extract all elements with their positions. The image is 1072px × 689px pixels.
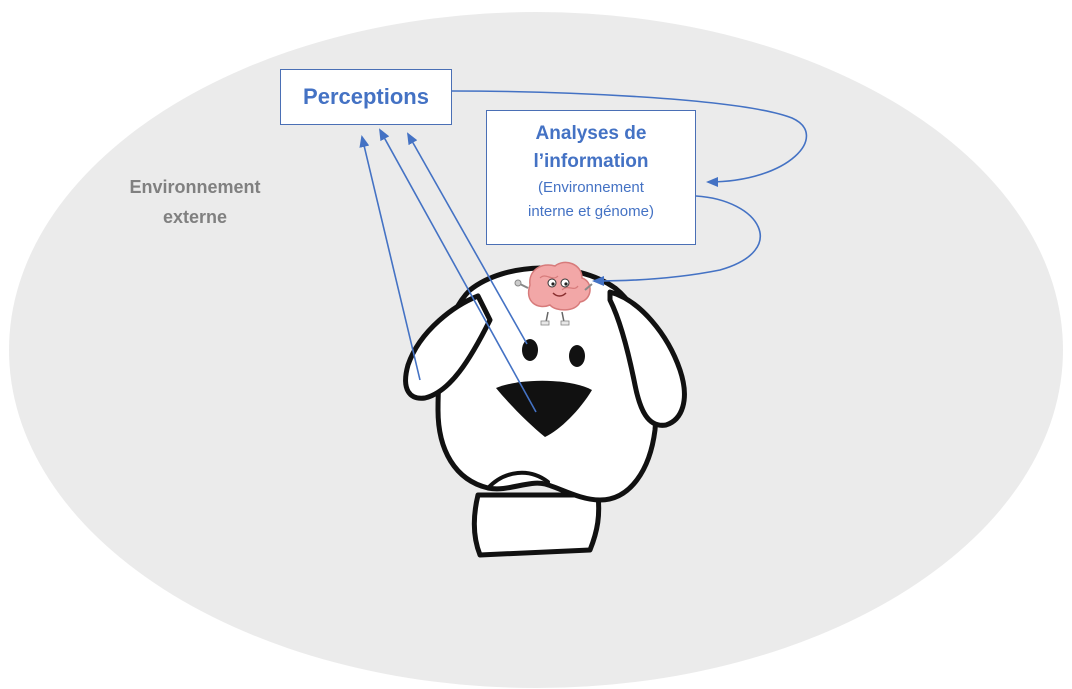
environment-label-line1: Environnement [129, 177, 261, 197]
dog-nose [496, 380, 592, 437]
analyses-sub-line1: (Environnement [538, 179, 644, 196]
dog-right-eye [569, 345, 585, 367]
arrow-eye-to-perceptions [407, 132, 528, 345]
perceptions-label: Perceptions [303, 84, 429, 109]
analyses-box: Analyses de l’information (Environnement… [486, 110, 696, 245]
dog-face [496, 339, 592, 437]
perceptions-box: Perceptions [280, 69, 452, 125]
brain-mascot-icon [514, 261, 593, 326]
arrow-ear-to-perceptions [359, 135, 421, 381]
arrow-icon [359, 90, 808, 413]
arrow-nose-to-perceptions [379, 128, 537, 413]
analyses-title-line1: Analyses de [535, 123, 647, 144]
analyses-sub-line2: interne et génome) [528, 203, 654, 220]
arrow-analyses-to-brain [592, 195, 761, 286]
environment-label: Environnement externe [95, 172, 295, 232]
dog-left-eye [522, 339, 538, 361]
environment-label-line2: externe [162, 207, 228, 227]
arrow-perceptions-to-analyses [451, 90, 808, 187]
analyses-title-line2: l’information [533, 151, 649, 172]
